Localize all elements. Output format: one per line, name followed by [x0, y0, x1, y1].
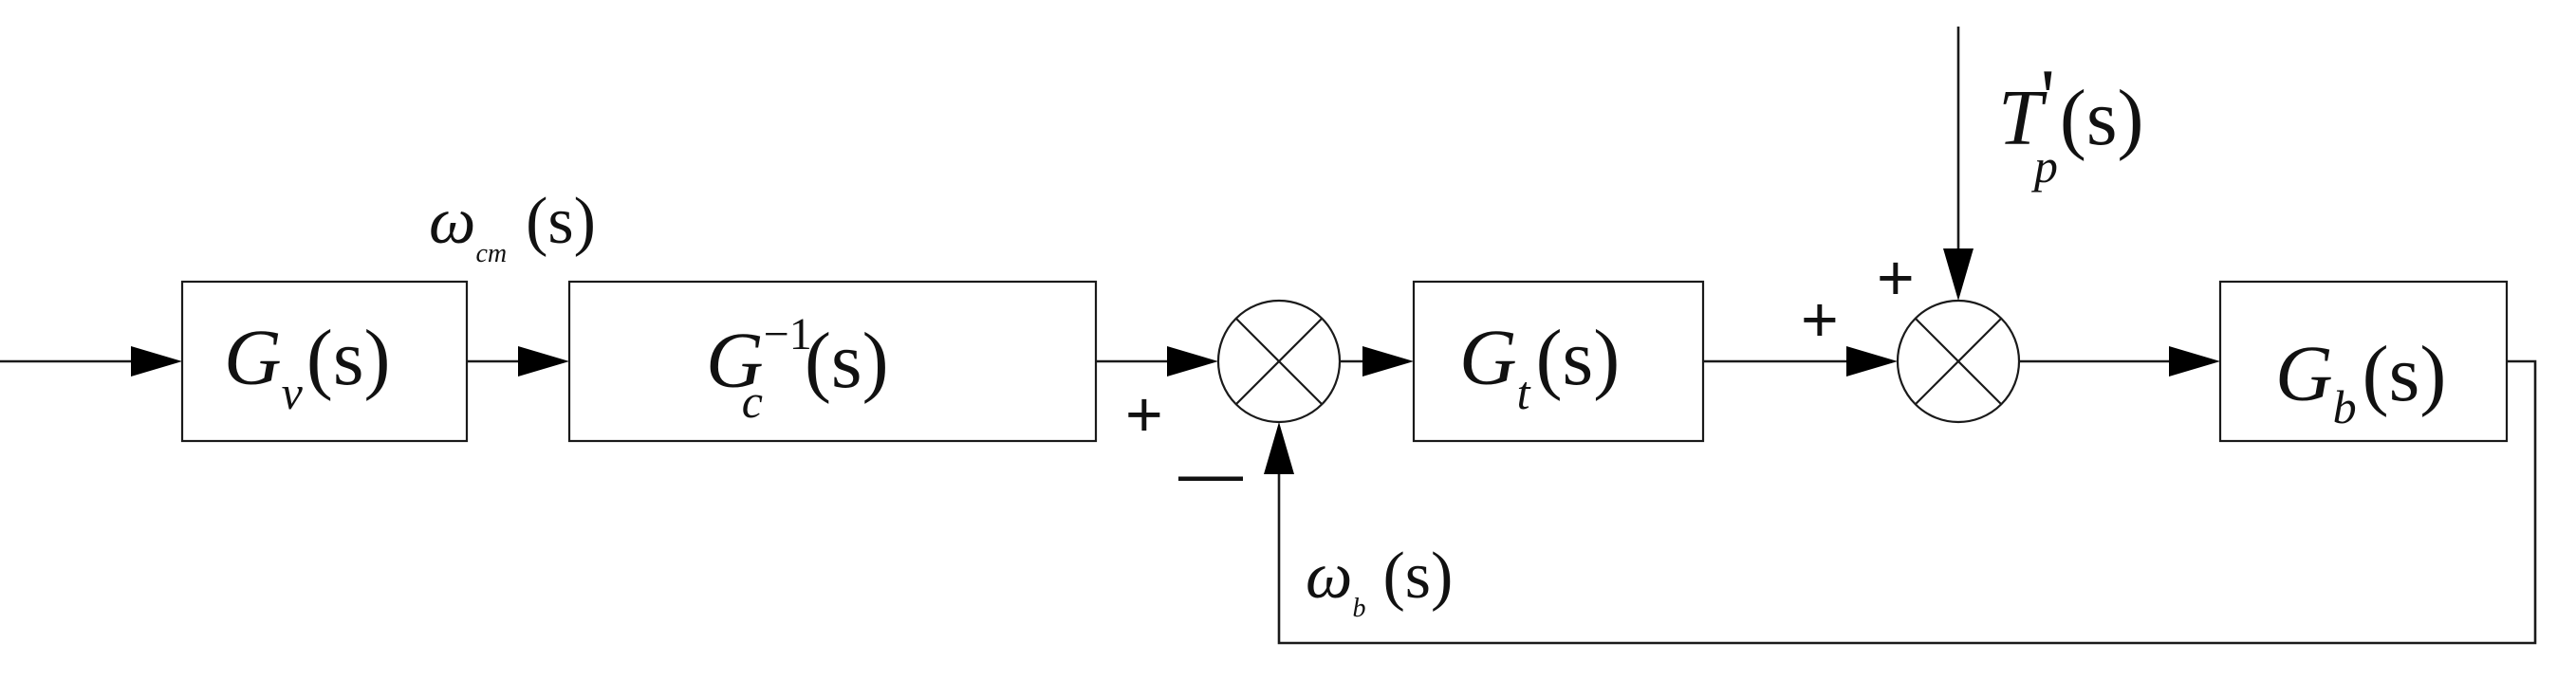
label-omega-b: ωb(s) [1306, 540, 1453, 623]
block-gt-sub: t [1517, 366, 1531, 419]
block-gv-arg: (s) [306, 314, 391, 402]
block-gc-sup: −1 [764, 309, 812, 359]
sign-sum1-minus: — [1178, 437, 1243, 509]
svg-text:G−1c(s): G−1c (s) [706, 309, 889, 428]
sign-sum2-left-plus: + [1801, 284, 1839, 356]
summing-junction-2-cross-b [1915, 318, 2002, 405]
arrowhead-gc-in [518, 346, 569, 377]
block-gv-sub: v [282, 366, 304, 419]
block-gc-sub: c [742, 375, 763, 428]
arrowhead-feedback [1264, 422, 1294, 474]
block-gt: Gt(s) [1412, 280, 1705, 443]
block-gv-box [180, 280, 469, 443]
svg-text:Gb(s): Gb(s) [2275, 330, 2446, 433]
block-gc-box [567, 280, 1098, 443]
sign-sum2-top-plus: + [1877, 242, 1915, 314]
svg-text:Gv(s): Gv(s) [224, 314, 391, 419]
svg-text:Gt(s): Gt(s) [1459, 314, 1620, 419]
feedback-wire [1277, 359, 2537, 645]
block-gt-symbol: G [1459, 314, 1517, 402]
block-gc-arg: (s) [805, 317, 889, 405]
arrowhead-sum1-in [1167, 346, 1218, 377]
arrowhead-gt-in [1362, 346, 1414, 377]
block-gb-arg: (s) [2363, 330, 2447, 418]
summing-junction-1-cross-b [1235, 318, 1323, 405]
label-omega-cm: ωcm(s) [429, 185, 596, 268]
block-gv-symbol: G [224, 314, 282, 402]
summing-junction-2 [1896, 299, 2021, 424]
block-gb-box [2218, 280, 2509, 443]
arrowhead-input [131, 346, 182, 377]
sign-sum1-plus: + [1125, 378, 1163, 450]
summing-junction-1 [1216, 299, 1342, 424]
arrowhead-disturbance [1943, 248, 1974, 301]
arrowhead-sum2-in [1846, 346, 1898, 377]
block-gb-sub: b [2333, 380, 2357, 433]
block-gc-symbol: G [706, 317, 764, 405]
block-gb-symbol: G [2275, 330, 2333, 418]
block-gt-arg: (s) [1536, 314, 1621, 402]
label-disturbance: T'p(s) [1998, 53, 2144, 193]
block-gb: Gb(s) [2218, 280, 2509, 443]
block-gv: Gv(s) [180, 280, 469, 443]
arrowhead-gb-in [2169, 346, 2220, 377]
